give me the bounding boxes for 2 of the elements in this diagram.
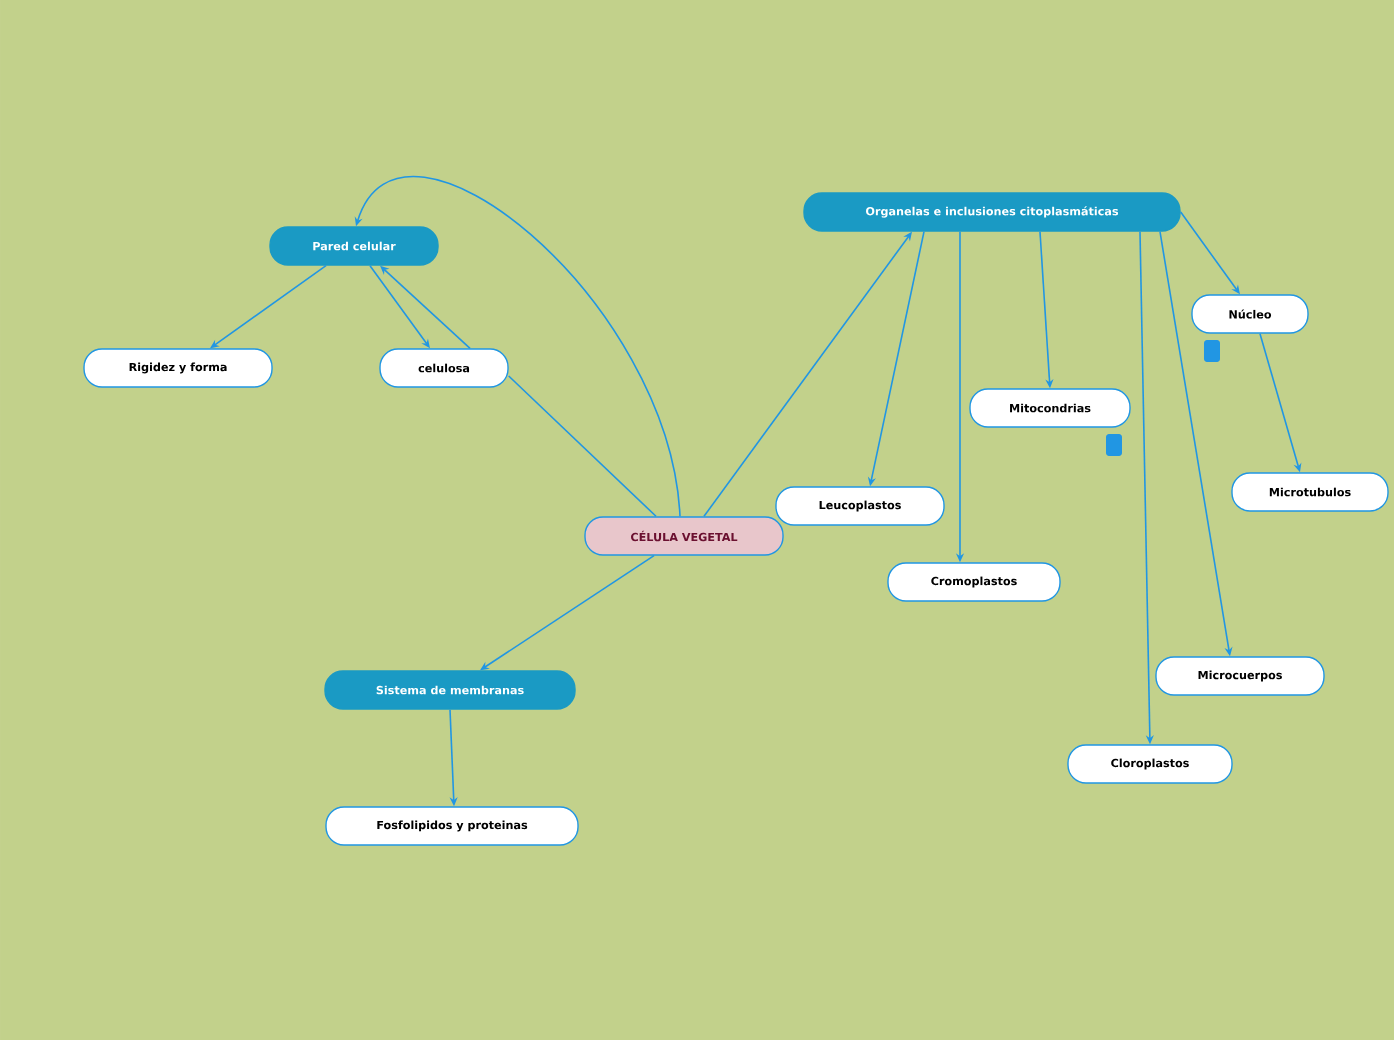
connector-line	[507, 375, 657, 518]
arrow	[480, 554, 655, 671]
